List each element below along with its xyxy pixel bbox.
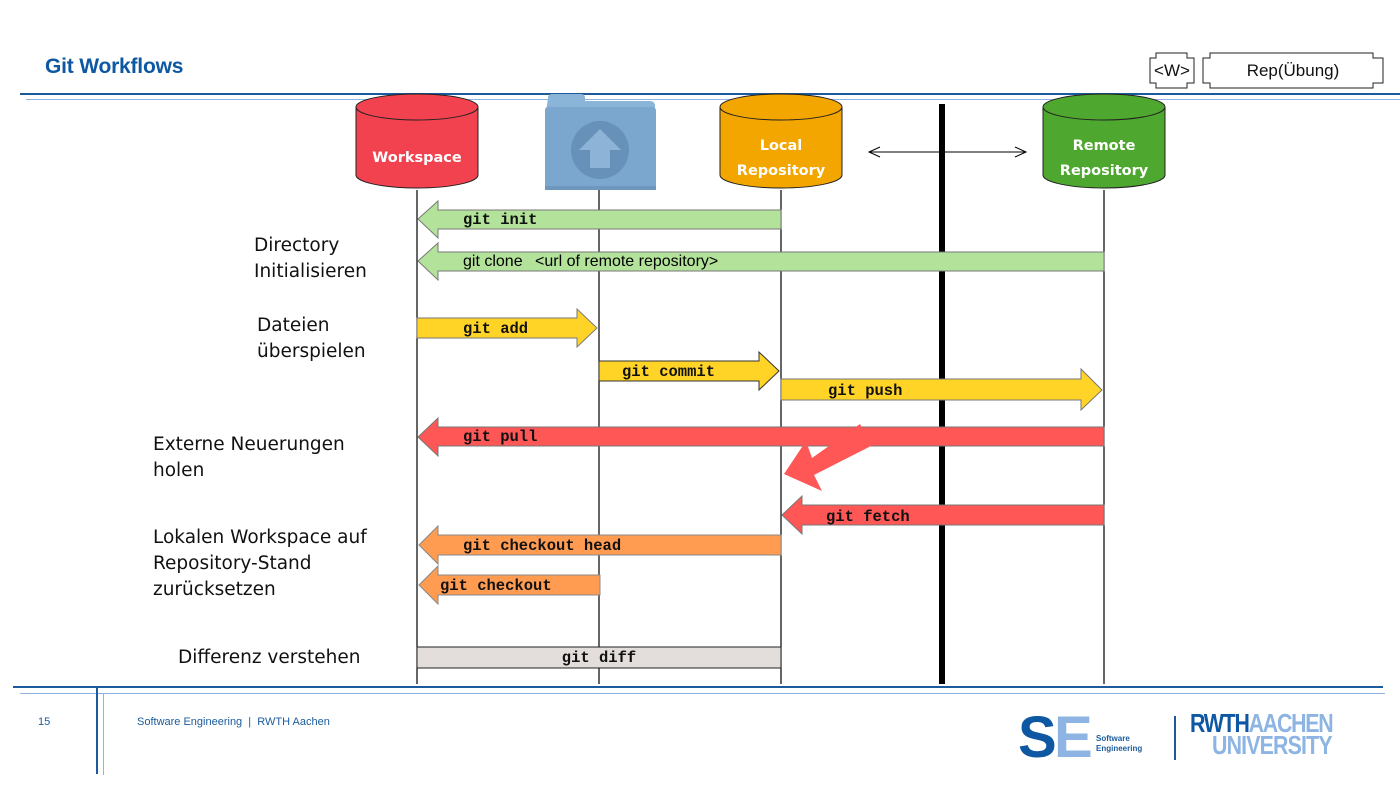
cmd-git-clone-row: git clone <url of remote repository> — [463, 253, 718, 270]
header-divider-light — [26, 99, 1400, 100]
remote-repository-cylinder: Remote Repository — [1042, 93, 1166, 189]
cmd-git-init: git init — [463, 211, 537, 229]
page-number: 15 — [38, 716, 51, 728]
se-logo-sub-1: Software — [1096, 734, 1130, 743]
footer-divider — [13, 686, 1383, 688]
tag-frame-w — [1149, 52, 1195, 89]
row-label-init: Directory Initialisieren — [254, 233, 367, 285]
se-logo-sub-2: Engineering — [1096, 744, 1143, 753]
se-logo: S E Software Engineering — [1018, 705, 1168, 770]
row-label-line: holen — [153, 460, 205, 481]
lane-label-workspace: Workspace — [372, 150, 462, 166]
row-label-line: Dateien — [257, 315, 330, 336]
cmd-git-clone-arg: <url of remote repository> — [535, 253, 718, 270]
se-logo-sub: Software Engineering — [1096, 734, 1142, 754]
footer-text: Software Engineering | RWTH Aachen — [137, 716, 330, 728]
rwth-logo-university: UNIVERSITY — [1212, 730, 1333, 760]
lane-label-local-2: Repository — [737, 163, 826, 179]
rwth-logo-line1: RWTHAACHEN — [1190, 710, 1346, 736]
row-label-line: zurücksetzen — [153, 579, 276, 600]
logo-separator — [1174, 716, 1176, 760]
pull-to-local-arrow — [784, 424, 871, 491]
row-label-diff: Differenz verstehen — [178, 645, 360, 671]
bar-git-diff[interactable]: git diff — [416, 646, 782, 669]
tag-w: <W> — [1154, 61, 1190, 80]
header-divider — [20, 93, 1400, 95]
arrow-git-add[interactable]: git add — [416, 307, 598, 349]
arrow-git-checkout[interactable]: git checkout — [418, 564, 601, 606]
cmd-git-clone: git clone — [463, 253, 523, 270]
rwth-logo-aachen: AACHEN — [1248, 708, 1334, 738]
rwth-logo-rwth: RWTH — [1190, 708, 1250, 738]
cmd-git-checkout: git checkout — [440, 577, 552, 595]
local-repository-cylinder: Local Repository — [719, 93, 843, 189]
cmd-git-add: git add — [463, 320, 528, 338]
cmd-git-fetch: git fetch — [826, 508, 910, 526]
se-logo-e: E — [1054, 705, 1093, 770]
row-label-line: Differenz verstehen — [178, 647, 361, 668]
arrow-git-checkout-head[interactable]: git checkout head — [418, 524, 782, 566]
rwth-logo: RWTHAACHEN UNIVERSITY — [1190, 710, 1380, 768]
row-label-external: Externe Neuerungen holen — [153, 432, 345, 484]
row-label-line: Repository-Stand — [153, 553, 312, 574]
row-label-line: Externe Neuerungen — [153, 434, 345, 455]
arrow-git-push[interactable]: git push — [780, 367, 1103, 412]
cmd-git-pull: git pull — [463, 428, 537, 446]
lane-label-remote-1: Remote — [1073, 138, 1136, 154]
row-label-transfer: Dateien überspielen — [257, 313, 366, 365]
tag-frame-rep — [1202, 52, 1384, 89]
folder-upload-icon — [545, 94, 656, 190]
arrow-git-clone[interactable]: git clone <url of remote repository> — [417, 241, 1105, 282]
arrow-git-commit[interactable]: git commit — [598, 350, 780, 392]
header-tags: <W> Rep(Übung) — [1149, 52, 1384, 89]
row-label-line: Directory — [254, 235, 340, 256]
arrow-git-fetch[interactable]: git fetch — [781, 494, 1105, 536]
local-remote-double-arrow — [867, 146, 1028, 158]
workflow-diagram: Workspace Local Repository Remote Reposi… — [355, 93, 1166, 684]
workspace-cylinder: Workspace — [355, 93, 479, 189]
row-label-reset: Lokalen Workspace auf Repository-Stand z… — [153, 525, 367, 603]
arrow-git-init[interactable]: git init — [417, 199, 782, 240]
tag-rep: Rep(Übung) — [1247, 61, 1340, 80]
cmd-git-checkout-head: git checkout head — [463, 537, 621, 555]
row-label-line: überspielen — [257, 341, 366, 362]
arrow-git-pull[interactable]: git pull — [417, 416, 1105, 491]
cmd-git-diff: git diff — [562, 649, 636, 667]
lane-label-local-1: Local — [760, 138, 803, 154]
footer-vertical-dark — [96, 686, 98, 774]
row-label-line: Lokalen Workspace auf — [153, 527, 367, 548]
cmd-git-push: git push — [828, 382, 902, 400]
cmd-git-commit: git commit — [622, 363, 715, 381]
row-label-line: Initialisieren — [254, 261, 367, 282]
lane-label-remote-2: Repository — [1060, 163, 1149, 179]
se-logo-s: S — [1018, 705, 1057, 770]
footer-divider-light — [20, 693, 1385, 694]
footer-vertical-light — [103, 693, 104, 775]
page-title: Git Workflows — [45, 55, 184, 78]
